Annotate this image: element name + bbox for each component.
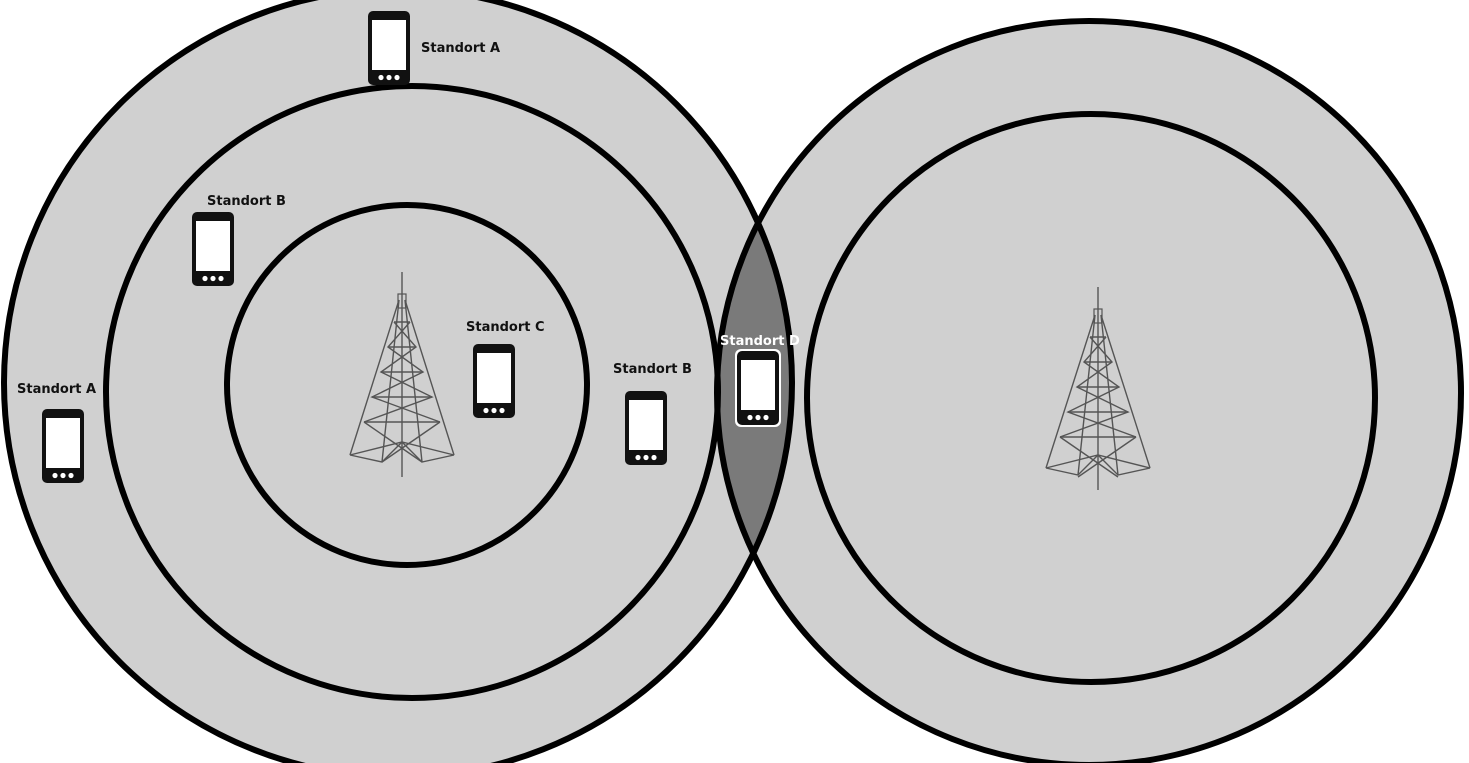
smartphone-icon [368, 11, 410, 85]
left-outer-ring [1, 0, 795, 763]
right-outer-ring [714, 18, 1464, 763]
label-standort-a-top: Standort A [421, 41, 500, 56]
smartphone-icon [192, 212, 234, 286]
label-standort-d: Standort D [720, 334, 800, 349]
radio-tower-icon [1045, 287, 1151, 490]
smartphone-icon [735, 349, 781, 427]
label-standort-b-upper: Standort B [207, 194, 286, 209]
radio-tower-icon [349, 272, 455, 477]
smartphone-icon [625, 391, 667, 465]
coverage-area-left [4, 0, 792, 763]
smartphone-icon [42, 409, 84, 483]
label-standort-b-right: Standort B [613, 362, 692, 377]
label-standort-a-left: Standort A [17, 382, 96, 397]
left-inner-ring [224, 202, 590, 568]
right-inner-ring [804, 111, 1378, 685]
smartphone-icon [473, 344, 515, 418]
coverage-area-right [717, 21, 1461, 763]
label-standort-c: Standort C [466, 320, 545, 335]
